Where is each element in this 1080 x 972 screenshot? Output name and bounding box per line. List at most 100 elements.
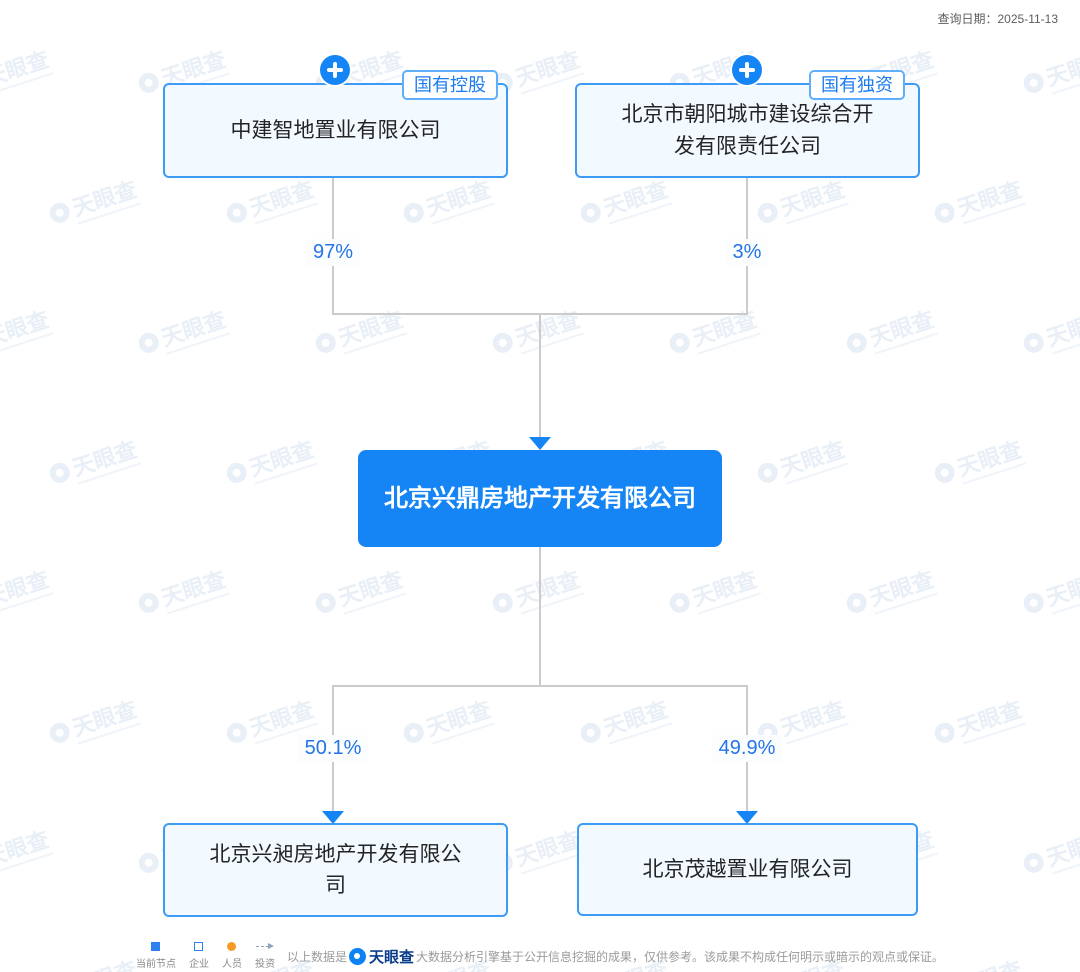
node-child-company-left[interactable]: 北京兴昶房地产开发有限公司	[163, 823, 508, 917]
brand-name: 天眼查	[368, 948, 414, 966]
watermark-logo-icon	[1021, 590, 1047, 616]
watermark-logo-icon	[490, 590, 516, 616]
watermark-logo-icon	[401, 200, 427, 226]
footer: 当前节点 企业 人员 投资 以上数据是 天眼查 大数据分析引擎基于公开信息挖掘的…	[0, 942, 1080, 970]
watermark-logo-icon	[755, 200, 781, 226]
watermark-logo-icon	[932, 460, 958, 486]
legend-label: 当前节点	[135, 959, 176, 970]
watermark-logo-icon	[136, 590, 162, 616]
watermark-logo-icon	[47, 200, 73, 226]
watermark-logo-icon	[932, 720, 958, 746]
watermark-logo-icon	[932, 200, 958, 226]
watermark: 天眼查	[0, 821, 54, 882]
watermark: 天眼查	[222, 171, 319, 232]
watermark-logo-icon	[844, 330, 870, 356]
watermark: 天眼查	[311, 561, 408, 622]
plus-icon	[732, 55, 762, 85]
watermark: 天眼查	[753, 431, 850, 492]
watermark-logo-icon	[224, 200, 250, 226]
watermark-logo-icon	[136, 330, 162, 356]
share-percentage: 49.9%	[711, 735, 783, 762]
watermark-logo-icon	[136, 70, 162, 96]
watermark: 天眼查	[842, 301, 939, 362]
ownership-tag: 国有独资	[809, 70, 905, 100]
invest-arrow-icon	[255, 942, 274, 951]
brand: 天眼查	[348, 946, 414, 967]
disclaimer-text: 大数据分析引擎基于公开信息挖掘的成果，仅供参考。该成果不构成任何明示或暗示的观点…	[416, 949, 945, 964]
legend-label: 投资	[254, 959, 275, 970]
watermark-logo-icon	[401, 720, 427, 746]
watermark: 天眼查	[45, 691, 142, 752]
watermark-logo-icon	[313, 590, 339, 616]
legend: 当前节点 企业 人员 投资	[136, 942, 275, 970]
legend-item-current: 当前节点	[136, 942, 176, 970]
share-percentage: 50.1%	[297, 735, 369, 762]
watermark: 天眼查	[1019, 561, 1080, 622]
watermark: 天眼查	[45, 171, 142, 232]
share-percentage: 97%	[305, 239, 361, 266]
watermark: 天眼查	[0, 301, 54, 362]
watermark: 天眼查	[134, 561, 231, 622]
arrow-down-icon	[529, 437, 551, 450]
watermark-logo-icon	[313, 330, 339, 356]
watermark-logo-icon	[1021, 70, 1047, 96]
watermark: 天眼查	[488, 561, 585, 622]
legend-item-invest: 投资	[255, 942, 275, 970]
watermark-logo-icon	[224, 460, 250, 486]
arrow-down-icon	[736, 811, 758, 824]
legend-label: 人员	[221, 959, 242, 970]
watermark-logo-icon	[755, 460, 781, 486]
node-current-company[interactable]: 北京兴鼎房地产开发有限公司	[358, 450, 722, 547]
watermark: 天眼查	[930, 431, 1027, 492]
watermark: 天眼查	[842, 561, 939, 622]
watermark: 天眼查	[311, 301, 408, 362]
connector-from-current	[539, 547, 541, 685]
disclaimer: 以上数据是 天眼查 大数据分析引擎基于公开信息挖掘的成果，仅供参考。该成果不构成…	[287, 946, 944, 967]
watermark: 天眼查	[930, 171, 1027, 232]
arrow-down-icon	[322, 811, 344, 824]
plus-icon	[320, 55, 350, 85]
watermark: 天眼查	[399, 171, 496, 232]
watermark: 天眼查	[0, 561, 54, 622]
watermark-logo-icon	[667, 590, 693, 616]
watermark-logo-icon	[1021, 330, 1047, 356]
connector-to-current	[539, 313, 541, 439]
watermark: 天眼查	[1019, 301, 1080, 362]
legend-item-company: 企业	[189, 942, 209, 970]
node-parent-company-left[interactable]: 中建智地置业有限公司	[163, 83, 508, 178]
watermark: 天眼查	[0, 41, 54, 102]
watermark-logo-icon	[47, 460, 73, 486]
current-node-swatch-icon	[151, 942, 161, 951]
watermark-logo-icon	[578, 720, 604, 746]
ownership-tag: 国有控股	[402, 70, 498, 100]
share-percentage: 3%	[725, 239, 769, 266]
watermark-logo-icon	[136, 850, 162, 876]
tianyancha-logo-icon	[348, 947, 366, 965]
node-child-company-right[interactable]: 北京茂越置业有限公司	[577, 823, 918, 916]
watermark-logo-icon	[844, 590, 870, 616]
watermark-logo-icon	[578, 200, 604, 226]
watermark-logo-icon	[490, 330, 516, 356]
company-swatch-icon	[194, 942, 204, 951]
watermark: 天眼查	[576, 171, 673, 232]
disclaimer-prefix: 以上数据是	[286, 949, 347, 964]
legend-label: 企业	[188, 959, 209, 970]
watermark: 天眼查	[134, 301, 231, 362]
watermark: 天眼查	[45, 431, 142, 492]
watermark: 天眼查	[222, 431, 319, 492]
person-swatch-icon	[227, 942, 237, 951]
query-date: 查询日期：2025-11-13	[937, 12, 1059, 26]
watermark: 天眼查	[930, 691, 1027, 752]
watermark: 天眼查	[576, 691, 673, 752]
expand-parent-left-button[interactable]	[320, 55, 350, 85]
watermark: 天眼查	[753, 171, 850, 232]
watermark-logo-icon	[1021, 850, 1047, 876]
connector-children-horizontal	[332, 685, 748, 687]
watermark: 天眼查	[488, 301, 585, 362]
watermark-logo-icon	[47, 720, 73, 746]
watermark: 天眼查	[1019, 821, 1080, 882]
expand-parent-right-button[interactable]	[732, 55, 762, 85]
watermark: 天眼查	[665, 561, 762, 622]
watermark: 天眼查	[399, 691, 496, 752]
